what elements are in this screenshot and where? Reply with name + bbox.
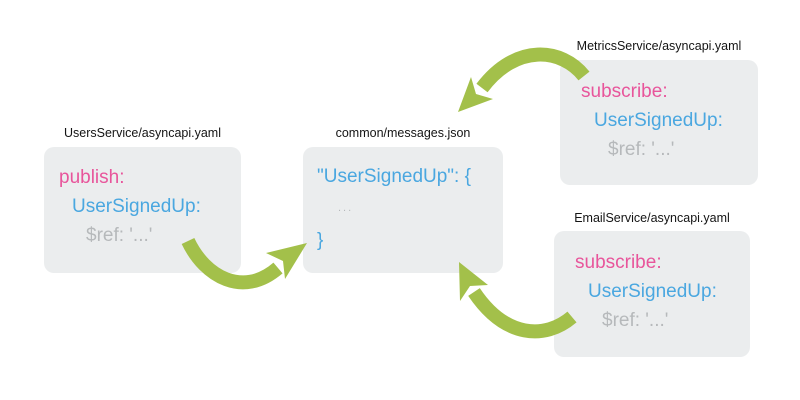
metrics-service-box: subscribe: UserSignedUp: $ref: '...' — [560, 60, 758, 185]
users-service-file-title: UsersService/asyncapi.yaml — [64, 126, 221, 140]
email-message-name: UserSignedUp: — [588, 281, 717, 302]
users-ref-line: $ref: '...' — [86, 225, 153, 246]
email-service-box: subscribe: UserSignedUp: $ref: '...' — [554, 231, 750, 357]
users-service-box: publish: UserSignedUp: $ref: '...' — [44, 147, 241, 273]
email-ref-line: $ref: '...' — [602, 310, 669, 331]
json-message-key: "UserSignedUp": { — [317, 166, 471, 187]
metrics-ref-line: $ref: '...' — [608, 139, 675, 160]
publish-keyword: publish: — [59, 167, 125, 188]
metrics-message-name: UserSignedUp: — [594, 110, 723, 131]
email-subscribe-keyword: subscribe: — [575, 252, 662, 273]
users-message-name: UserSignedUp: — [72, 196, 201, 217]
common-messages-file-title: common/messages.json — [335, 126, 471, 140]
email-service-file-title: EmailService/asyncapi.yaml — [574, 211, 730, 225]
json-body-ellipsis: ... — [338, 202, 354, 214]
json-closing-brace: } — [317, 230, 324, 251]
metrics-subscribe-keyword: subscribe: — [581, 81, 668, 102]
metrics-service-file-title: MetricsService/asyncapi.yaml — [576, 39, 742, 53]
common-messages-box: "UserSignedUp": { ... } — [303, 147, 503, 273]
